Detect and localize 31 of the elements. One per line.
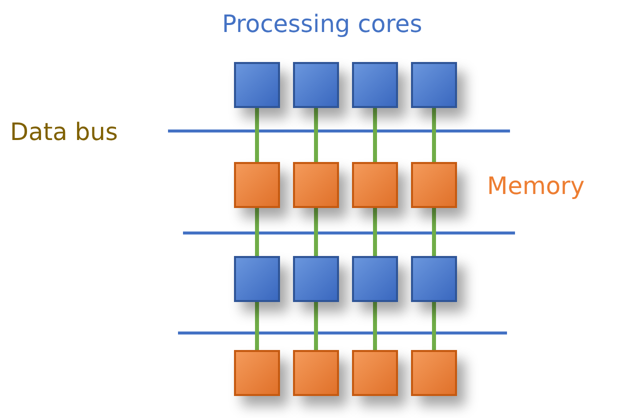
memory-square [352,162,398,208]
connector-line [255,108,259,162]
core-square [352,256,398,302]
core-square [234,62,280,108]
core-square [411,62,457,108]
memory-label: Memory [487,172,585,200]
core-square [234,256,280,302]
connector-line [314,302,318,350]
core-square [411,256,457,302]
connector-line [255,208,259,256]
connector-line [373,108,377,162]
core-square [293,256,339,302]
memory-square [293,162,339,208]
connector-line [314,208,318,256]
bus-label: Data bus [10,118,118,146]
connector-line [432,302,436,350]
heading-label: Processing cores [222,10,422,38]
memory-square [234,350,280,396]
connector-line [373,208,377,256]
memory-square [411,350,457,396]
memory-square [234,162,280,208]
memory-square [411,162,457,208]
core-square [293,62,339,108]
connector-line [255,302,259,350]
connector-line [314,108,318,162]
connector-line [432,208,436,256]
connector-line [373,302,377,350]
memory-square [293,350,339,396]
connector-line [432,108,436,162]
core-square [352,62,398,108]
memory-square [352,350,398,396]
